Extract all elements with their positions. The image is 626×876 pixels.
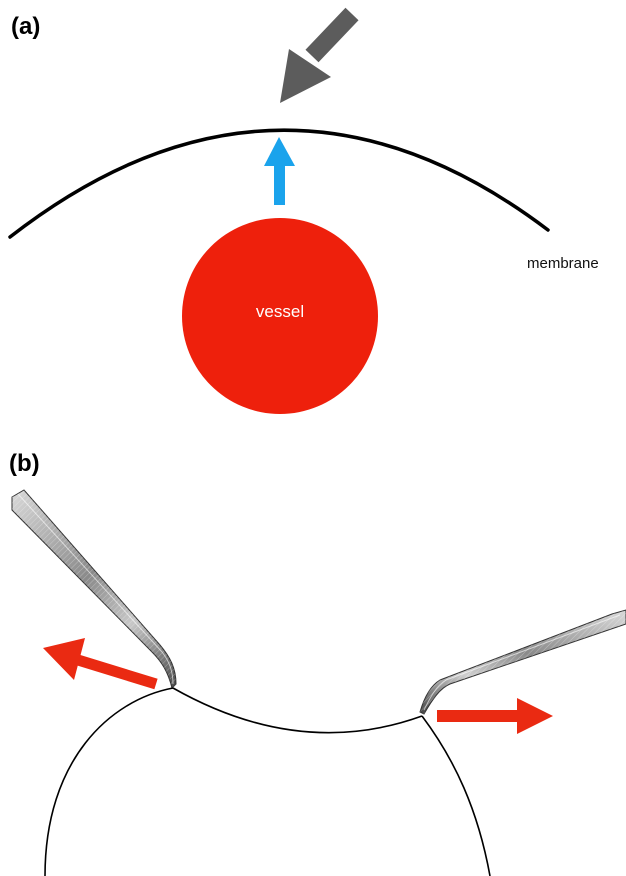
gray-pressure-arrow-icon <box>280 7 359 103</box>
panel-a <box>8 7 550 414</box>
red-right-arrow-icon <box>437 698 553 734</box>
panel-b <box>11 489 626 876</box>
right-forceps-icon <box>419 609 626 715</box>
vessel-circle <box>182 218 378 414</box>
pulled-membrane-right <box>421 715 491 876</box>
pulled-membrane-top <box>172 687 423 734</box>
left-forceps-icon <box>11 489 177 689</box>
vessel-label: vessel <box>255 302 305 321</box>
pulled-membrane-left <box>44 687 174 876</box>
blue-up-arrow-icon <box>264 137 295 205</box>
membrane-label: membrane <box>527 255 599 272</box>
membrane-arc <box>8 128 550 239</box>
panel-a-label: (a) <box>11 13 41 40</box>
red-left-arrow-icon <box>43 638 158 690</box>
panel-b-label: (b) <box>9 450 40 477</box>
